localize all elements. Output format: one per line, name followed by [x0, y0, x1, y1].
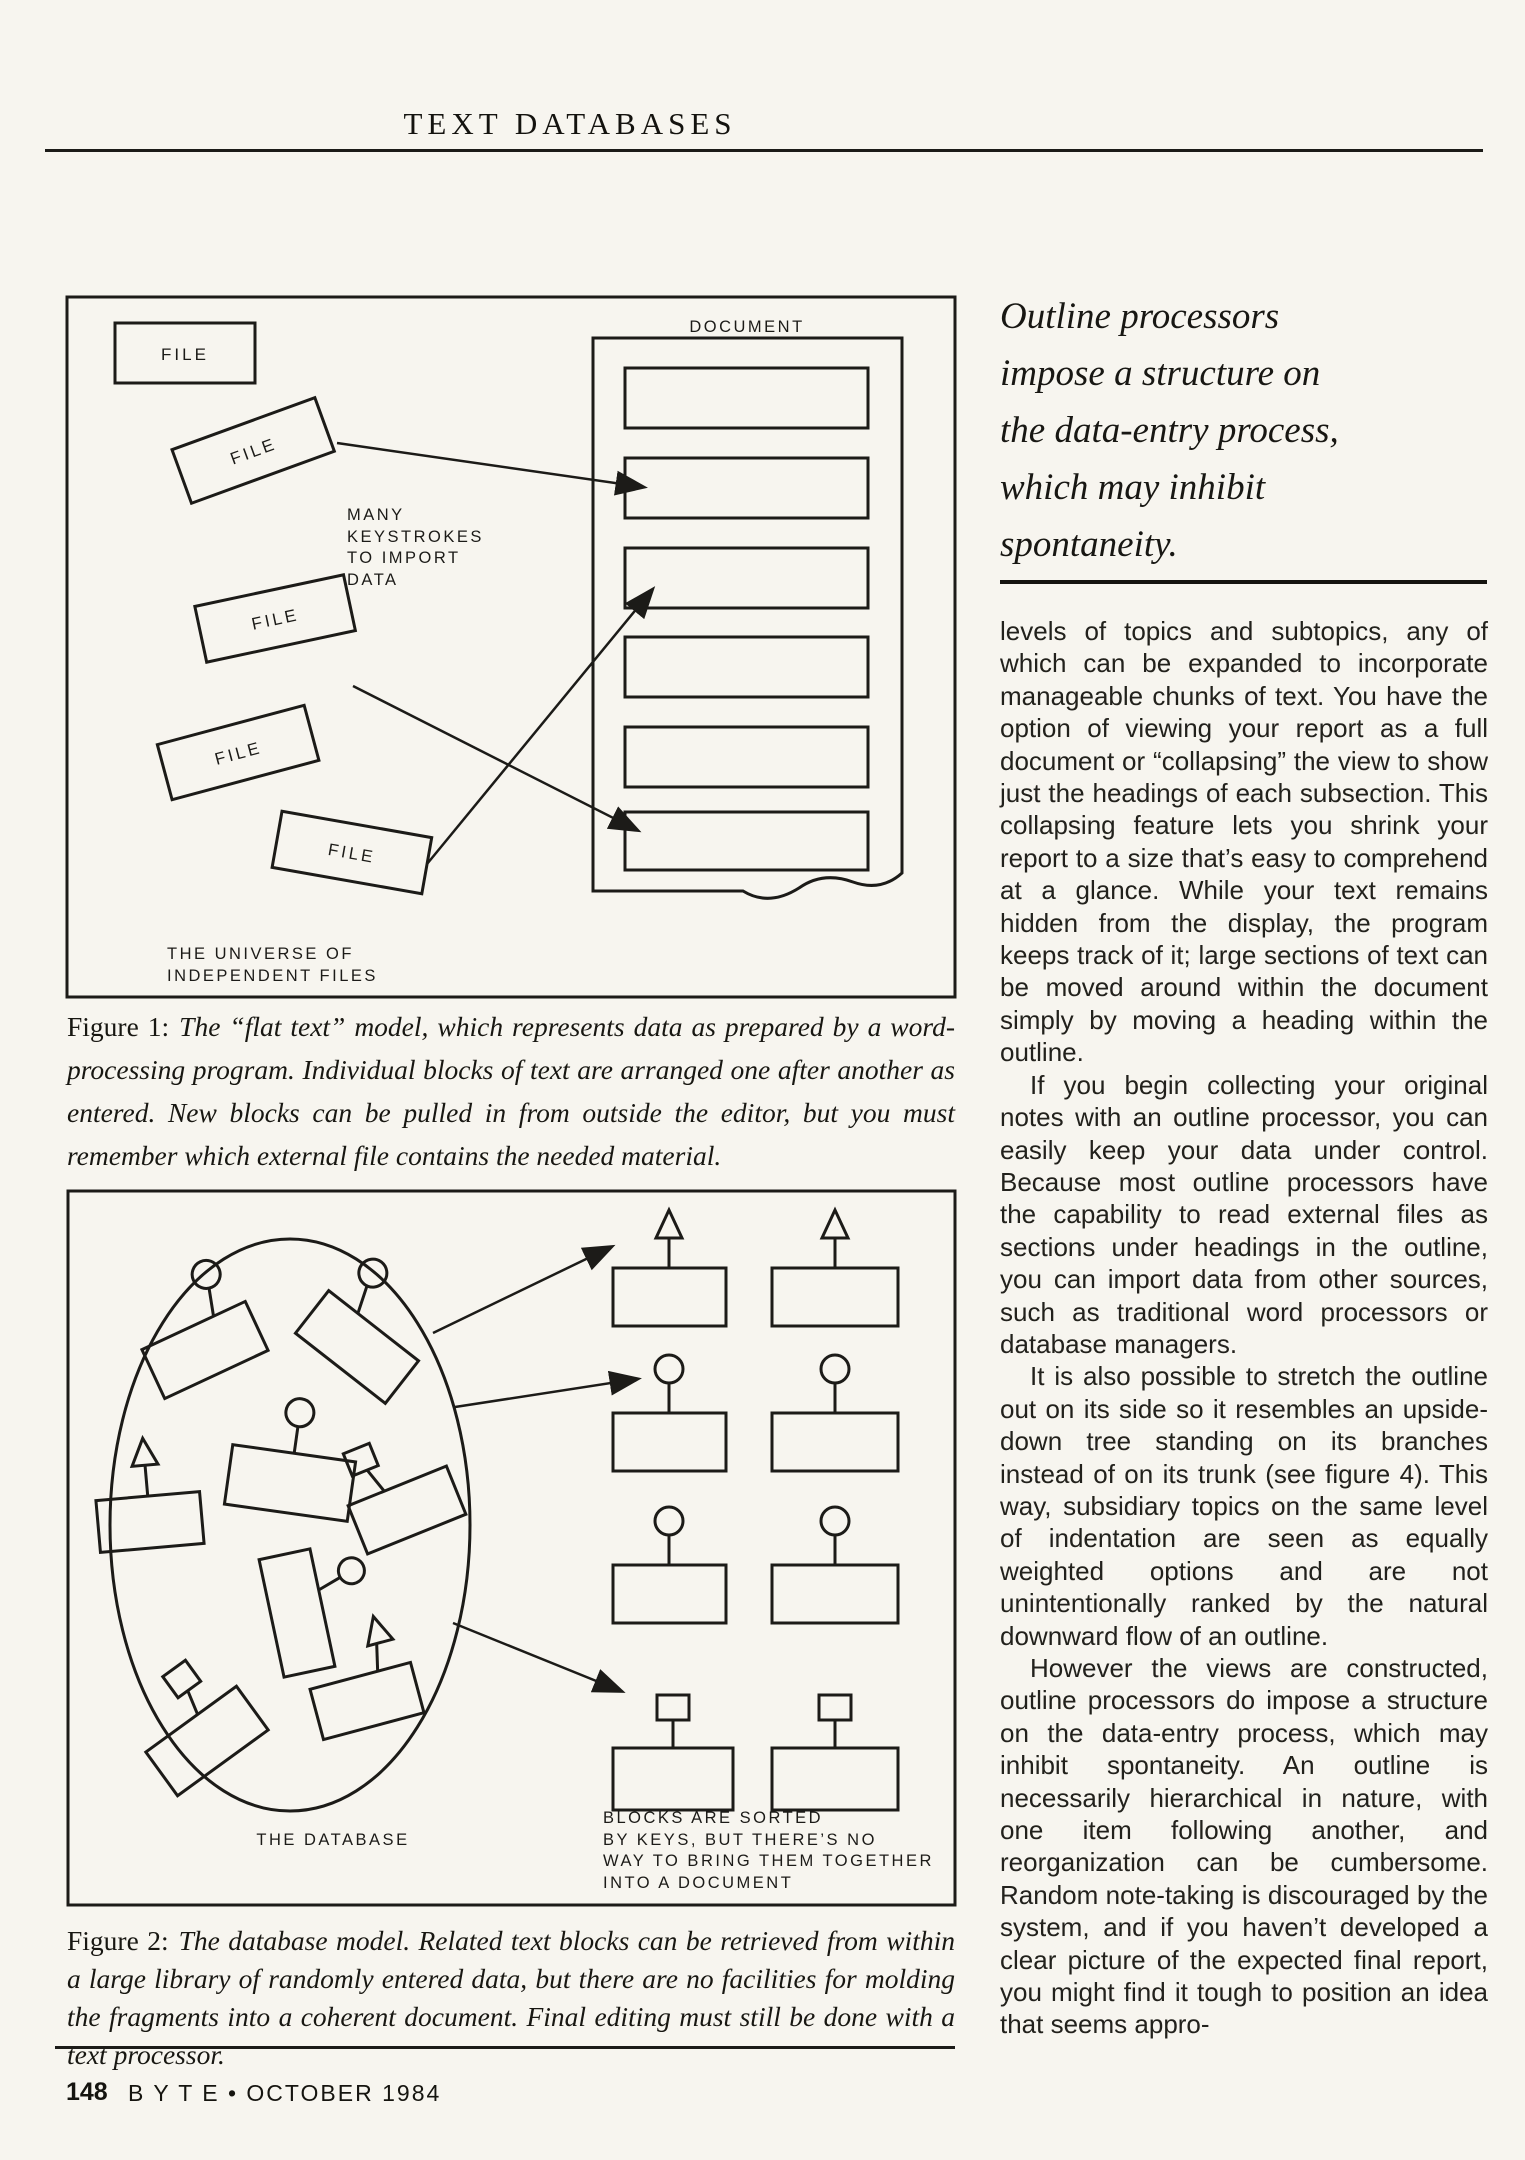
file-box-tilted-2: FILE — [193, 573, 358, 664]
body-paragraph: levels of topics and subtopics, any of w… — [1000, 616, 1488, 1068]
sorted-block-triangle — [611, 1206, 728, 1328]
sorted-block-circle — [611, 1353, 728, 1473]
document-block — [623, 635, 870, 699]
document-block — [623, 366, 870, 430]
pull-quote-rule — [1000, 580, 1487, 584]
file-box: FILE — [113, 321, 257, 385]
square-key-icon — [655, 1693, 691, 1722]
db-record — [139, 1258, 271, 1401]
sorted-block-circle — [770, 1353, 900, 1473]
body-paragraph: If you begin collecting your original no… — [1000, 1069, 1488, 1359]
db-record — [293, 1257, 421, 1406]
retrieve-arrow — [454, 1370, 642, 1409]
keystrokes-note: MANY KEYSTROKES TO IMPORT DATA — [347, 506, 484, 589]
file-box-tilted-1: FILE — [170, 395, 337, 506]
file-box-label: FILE — [228, 434, 280, 468]
figure2-frame — [66, 1189, 957, 1907]
sorted-block-circle — [611, 1505, 728, 1625]
document-label: DOCUMENT — [689, 318, 804, 336]
body-paragraph: However the views are constructed, outli… — [1000, 1653, 1488, 2040]
db-record — [341, 1441, 468, 1556]
square-key-icon — [817, 1693, 853, 1722]
db-record — [94, 1434, 206, 1555]
pull-quote: Outline processors impose a structure on… — [1000, 296, 1339, 565]
import-arrow — [352, 684, 642, 833]
circle-key-icon — [357, 1257, 389, 1289]
figure2-caption-text: The database model. Related text blocks … — [67, 1925, 955, 2070]
body-paragraph: It is also possible to stretch the outli… — [1000, 1361, 1488, 1651]
circle-key-icon — [653, 1505, 685, 1537]
figure1-caption-lead: Figure 1: — [67, 1011, 170, 1042]
square-key-icon — [341, 1441, 381, 1478]
document-container — [591, 336, 904, 900]
circle-key-icon — [819, 1505, 851, 1537]
figure1-caption-text: The “flat text” model, which represents … — [67, 1011, 955, 1171]
figure1-frame — [65, 295, 957, 999]
keys-note: BLOCKS ARE SORTED BY KEYS, BUT THERE’S N… — [603, 1809, 934, 1892]
universe-label: THE UNIVERSE OF INDEPENDENT FILES — [167, 945, 378, 985]
triangle-key-icon — [819, 1206, 851, 1240]
retrieve-arrow — [452, 1621, 626, 1693]
figure1-caption: Figure 1:The “flat text” model, which re… — [67, 1005, 955, 1177]
figure2-diagram: THE DATABASE — [66, 1189, 957, 1907]
document-block — [623, 810, 870, 872]
magazine-footer: B Y T E • OCTOBER 1984 — [128, 2080, 442, 2106]
figure2-caption-rule — [55, 2046, 955, 2049]
retrieve-arrow — [432, 1244, 616, 1335]
file-box-label: FILE — [213, 738, 264, 769]
triangle-key-icon — [365, 1613, 396, 1648]
import-arrow — [336, 441, 648, 496]
circle-key-icon — [336, 1556, 366, 1586]
sorted-block-triangle — [770, 1206, 900, 1328]
file-box-label: FILE — [161, 345, 209, 364]
square-key-icon — [160, 1658, 203, 1700]
figure2-caption-lead: Figure 2: — [67, 1925, 169, 1956]
db-record — [143, 1658, 271, 1798]
triangle-key-icon — [653, 1206, 685, 1240]
figure2-caption: Figure 2:The database model. Related tex… — [67, 1922, 955, 2074]
db-record — [308, 1613, 426, 1742]
import-arrow — [426, 586, 656, 865]
triangle-key-icon — [129, 1434, 161, 1469]
figure1-diagram: FILE FILE FILE FILE FILE DOCUMENT — [65, 295, 957, 999]
db-record — [257, 1547, 366, 1679]
page-title: TEXT DATABASES — [403, 106, 737, 141]
sorted-block-circle — [770, 1505, 900, 1625]
database-label: THE DATABASE — [256, 1831, 409, 1849]
body-column: levels of topics and subtopics, any of w… — [1000, 615, 1488, 2041]
circle-key-icon — [284, 1397, 316, 1429]
file-box-tilted-4: FILE — [270, 809, 434, 896]
circle-key-icon — [653, 1353, 685, 1385]
document-block — [623, 725, 870, 789]
circle-key-icon — [819, 1353, 851, 1385]
file-box-label: FILE — [327, 840, 377, 867]
page-number: 148 — [66, 2078, 108, 2106]
document-block — [623, 456, 870, 520]
header-rule — [45, 149, 1483, 152]
file-box-tilted-3: FILE — [155, 703, 321, 802]
document-block — [623, 546, 870, 610]
circle-key-icon — [190, 1258, 222, 1290]
sorted-block-square — [611, 1693, 735, 1812]
file-box-label: FILE — [250, 605, 301, 634]
sorted-block-square — [770, 1693, 900, 1812]
database-ellipse — [108, 1237, 472, 1813]
db-record — [222, 1397, 358, 1524]
